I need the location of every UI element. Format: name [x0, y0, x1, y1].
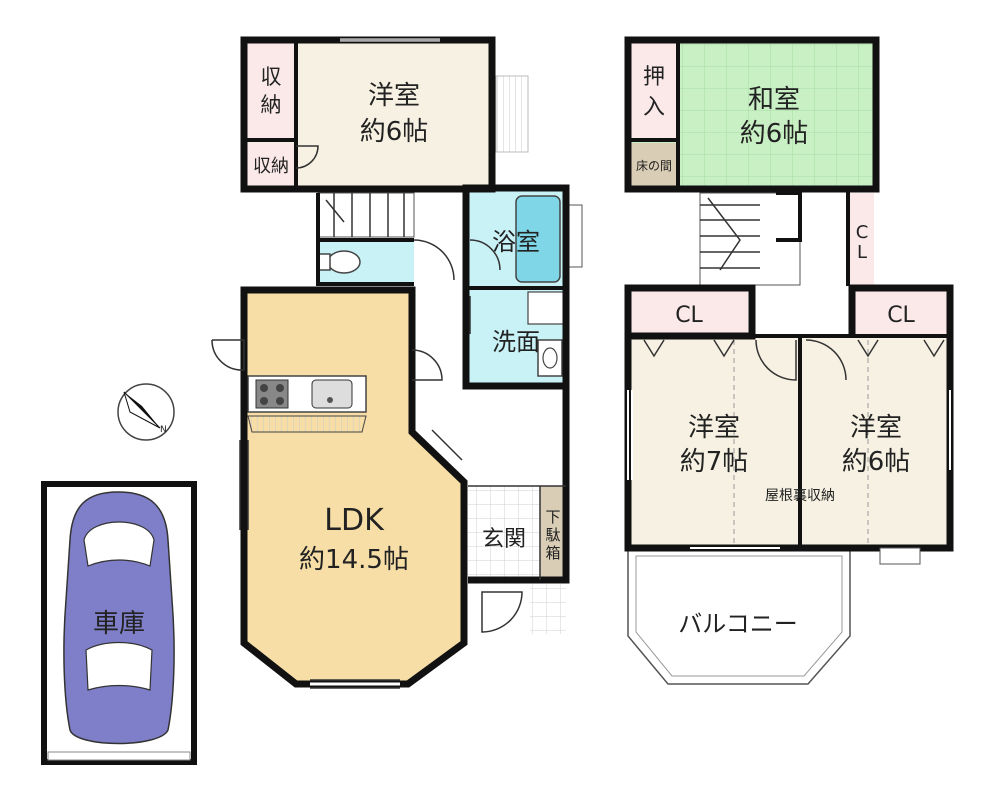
- label-storage-top-1: 収: [261, 65, 282, 89]
- stairs-icon: [317, 192, 415, 238]
- label-closet-side-1: C: [856, 222, 869, 243]
- stove-icon: [255, 379, 289, 409]
- closet-left: [630, 290, 748, 334]
- label-shoe-box-1: 下: [545, 508, 560, 526]
- closet-side: [850, 193, 874, 285]
- label-closet-side-2: L: [857, 242, 867, 263]
- room-western-6b: [802, 338, 948, 546]
- wood-deck: [495, 75, 529, 153]
- room-western-7: [630, 338, 798, 546]
- walls-1f: [211, 36, 570, 689]
- oshiire: [631, 43, 677, 139]
- label-japanese: 和室: [748, 85, 800, 115]
- label-balcony: バルコニー: [678, 610, 798, 638]
- shoe-box: [540, 486, 566, 580]
- label-garage: 車庫: [93, 609, 145, 639]
- label-closet-right: CL: [887, 303, 915, 328]
- storage-top: [247, 43, 295, 140]
- label-japanese-size: 約6帖: [740, 119, 809, 149]
- label-entrance: 玄関: [482, 527, 526, 552]
- room-ldk: [244, 290, 464, 684]
- label-western-7: 洋室: [688, 413, 740, 443]
- kitchen-sink-icon: [311, 379, 353, 409]
- entrance-floor: [468, 486, 540, 580]
- label-tokonoma: 床の間: [636, 159, 672, 173]
- label-storage-top: 収: [261, 65, 282, 89]
- sink-icon: [527, 291, 565, 377]
- bathtub-icon: [515, 195, 561, 283]
- walls-2f: [624, 36, 954, 565]
- label-shoe-box-2: 駄: [545, 526, 560, 544]
- label-attic-storage: 屋根裏収納: [765, 487, 835, 504]
- tokonoma: [631, 143, 677, 187]
- label-ldk-size: 約14.5帖: [299, 545, 409, 575]
- label-western-7-size: 約7帖: [680, 447, 749, 477]
- label-washroom: 洗面: [492, 328, 540, 356]
- label-western-6b-size: 約6帖: [842, 447, 911, 477]
- label-storage-small: 収納: [253, 156, 289, 177]
- label-western-1f: 洋室: [368, 81, 420, 111]
- label-storage-top-2: 納: [261, 93, 282, 117]
- label-western-6b: 洋室: [850, 413, 902, 443]
- label-shoe-box-3: 箱: [545, 544, 560, 562]
- label-bath: 浴室: [492, 228, 540, 256]
- label-western-1f-size: 約6帖: [360, 117, 429, 147]
- label-oshiire-1: 押: [643, 65, 665, 90]
- car-icon: [63, 491, 175, 745]
- compass-icon: N: [117, 383, 175, 441]
- label-closet-left: CL: [675, 303, 703, 328]
- label-oshiire-2: 入: [643, 95, 665, 120]
- closet-right: [854, 290, 948, 334]
- storage-small: [247, 143, 295, 187]
- svg-text:N: N: [160, 425, 167, 435]
- toilet-icon: [317, 250, 361, 274]
- label-ldk: LDK: [324, 503, 385, 538]
